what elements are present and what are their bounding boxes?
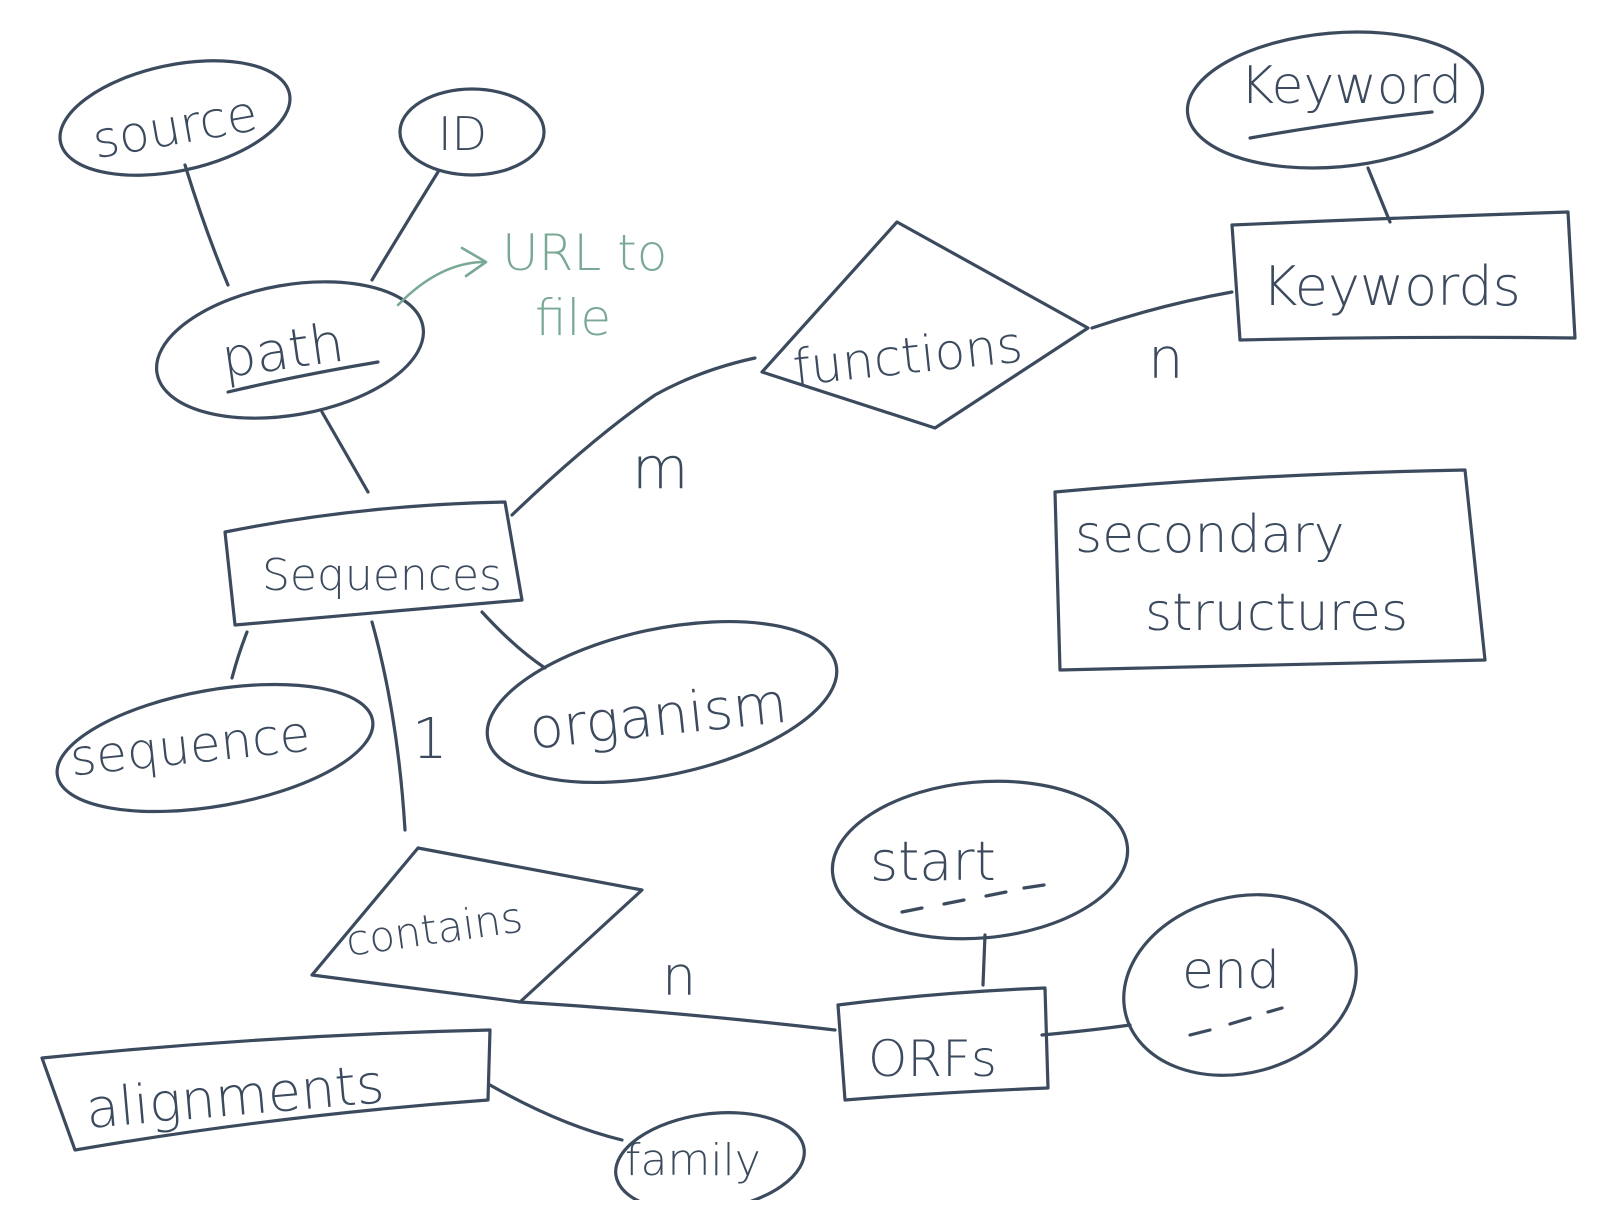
source-path-line [183,163,230,287]
keyword-keywords-line [1366,166,1392,224]
sequences-label: Sequences [262,550,502,601]
sequences-box [223,500,524,627]
orfs-box [836,986,1050,1102]
contains-orfs-line [518,1000,837,1032]
cardinality-sequences-functions: m [632,434,689,502]
path-sequences-line [320,410,370,494]
orfs-label: ORFs [868,1030,997,1088]
sequences-contains-line [370,620,407,832]
annotation-line1: URL to [502,224,667,282]
end-partial-key-underline [1188,1006,1284,1037]
keyword-key-underline [1248,110,1434,140]
alignments-family-line [488,1083,624,1142]
end-orfs-line [1040,1023,1132,1037]
start-label: start [870,830,996,893]
sequences-sequence-line [230,630,249,680]
start-partial-key-underline [900,883,1046,914]
end-ellipse [1122,893,1358,1077]
secondary-structures-box [1053,468,1487,672]
sequence-ellipse [55,682,375,814]
cardinality-functions-keywords: n [1148,327,1184,392]
sequences-organism-line [480,610,547,670]
keywords-box [1230,210,1577,342]
sequence-label: sequence [67,705,313,788]
connectors [183,163,1392,1142]
path-ellipse [154,280,426,420]
keyword-ellipse [1185,30,1485,170]
functions-keywords-line [1090,290,1234,330]
functions-label: functions [790,315,1025,397]
organism-ellipse [485,619,839,785]
end-label: end [1182,941,1280,1001]
alignments-box [40,1028,492,1152]
family-label: family [625,1135,761,1186]
annotation-line2: file [535,289,611,347]
source-ellipse [58,59,292,177]
start-ellipse [830,779,1130,941]
id-ellipse [398,87,546,177]
keyword-label: Keyword [1240,56,1462,116]
cardinality-sequences-contains: 1 [412,707,448,772]
family-ellipse [614,1111,806,1205]
id-label: ID [438,107,487,161]
source-label: source [88,84,262,170]
keywords-label: Keywords [1262,255,1521,318]
secondary-structures-label-line2: structures [1145,583,1408,643]
url-annotation: URL to file [396,224,667,347]
alignments-label: alignments [83,1052,386,1141]
secondary-structures-label-line1: secondary [1075,505,1344,565]
sequences-functions-line [510,356,757,517]
start-orfs-line [981,933,987,987]
cardinality-contains-orfs: n [662,945,696,1008]
contains-diamond [310,846,644,1004]
annotation-arrow-head [460,246,488,278]
id-path-line [370,170,440,282]
annotation-arrow-shaft [396,260,487,307]
functions-diamond [760,220,1090,430]
path-key-underline [226,360,380,394]
